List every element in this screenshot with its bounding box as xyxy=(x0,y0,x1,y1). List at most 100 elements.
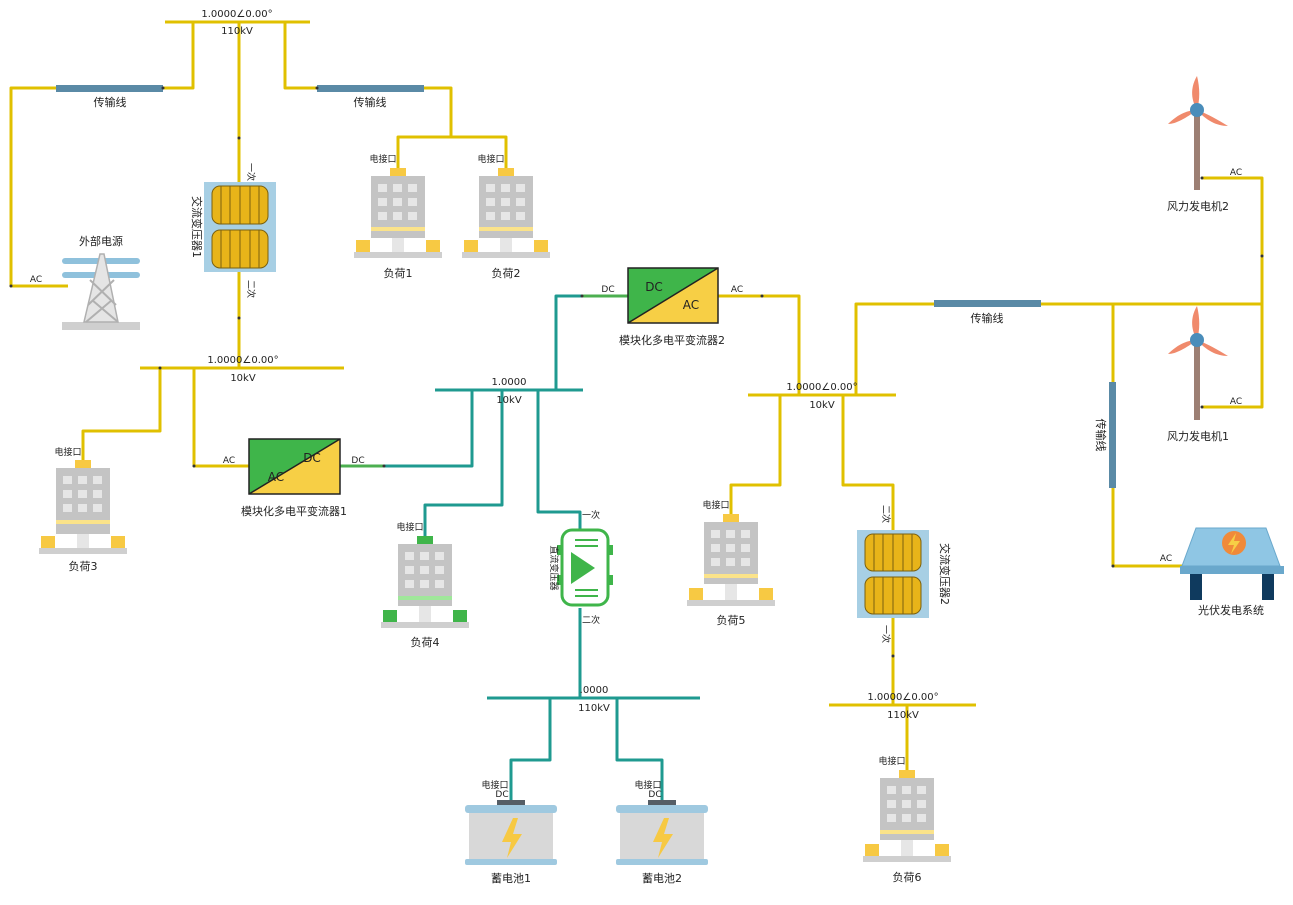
load6[interactable]: 电接口 负荷6 xyxy=(863,755,951,884)
coil-transformer-icon xyxy=(204,182,276,272)
ac-wires xyxy=(9,22,1264,770)
bus3-voltage: 10kV xyxy=(496,395,522,406)
converter2[interactable]: DC AC DC AC 模块化多电平变流器2 xyxy=(601,267,743,347)
wind-turbine-1-label: 风力发电机1 xyxy=(1167,429,1229,443)
wind-turbine-2-ac-label: AC xyxy=(1230,168,1242,178)
wire-converter1-bus3[interactable] xyxy=(340,390,474,468)
mmc-converter-icon xyxy=(627,267,719,324)
battery2[interactable]: 电接口 DC 蓄电池2 xyxy=(616,779,708,885)
converter1-label: 模块化多电平变流器1 xyxy=(241,504,347,518)
transmission-line-1[interactable] xyxy=(56,85,163,92)
load1-connector-label: 电接口 xyxy=(369,153,396,165)
wire-wind2[interactable] xyxy=(1202,176,1264,304)
transmission-line-2[interactable] xyxy=(317,85,424,92)
bus2-value: 1.0000∠0.00° xyxy=(207,355,278,366)
bus5-value: .0000 xyxy=(580,685,609,696)
transformer1-primary: 一次 xyxy=(245,163,257,181)
bus4-value: 1.0000∠0.00° xyxy=(786,382,857,393)
building-icon xyxy=(863,770,951,862)
battery2-dc-label: DC xyxy=(648,790,661,800)
transformer1[interactable]: 交流变压器1 一次 二次 xyxy=(190,163,276,298)
wire-converter2-bus4[interactable] xyxy=(718,294,801,395)
transformer1-secondary: 二次 xyxy=(245,280,257,298)
wind-turbine-1[interactable]: AC 风力发电机1 xyxy=(1167,306,1242,443)
external-source-ac-label: AC xyxy=(30,275,42,285)
bus6-value: 1.0000∠0.00° xyxy=(867,692,938,703)
wire-tl2-load2[interactable] xyxy=(451,135,508,168)
wire-tl1-source[interactable] xyxy=(9,86,68,288)
bus1-voltage: 110kV xyxy=(221,26,253,37)
junction-dots xyxy=(9,86,1264,658)
dc-transformer-icon xyxy=(557,528,613,607)
wind-turbine-icon xyxy=(1168,76,1228,190)
load4-label: 负荷4 xyxy=(411,635,440,649)
dc-transformer[interactable]: 直流变压器 一次 二次 xyxy=(548,509,613,626)
pv-system-label: 光伏发电系统 xyxy=(1198,603,1264,617)
transformer2[interactable]: 交流变压器2 二次 一次 xyxy=(857,505,952,643)
wind-turbine-2-label: 风力发电机2 xyxy=(1167,199,1229,213)
wire-bus5-battery2[interactable] xyxy=(615,698,664,800)
wire-wind1[interactable] xyxy=(1202,304,1264,409)
building-icon xyxy=(687,514,775,606)
load3-label: 负荷3 xyxy=(69,559,98,573)
transformer2-label: 交流变压器2 xyxy=(938,543,952,605)
coil-transformer-icon xyxy=(857,530,929,618)
load5-label: 负荷5 xyxy=(717,613,746,627)
transmission-line-4-label: 传输线 xyxy=(1094,419,1108,452)
load2-connector-label: 电接口 xyxy=(477,153,504,165)
battery1-connector-label: 电接口 xyxy=(481,779,508,791)
wire-tl2-loads[interactable] xyxy=(396,86,453,168)
wire-bus3-load4[interactable] xyxy=(423,390,504,536)
pv-system[interactable]: AC 光伏发电系统 xyxy=(1160,527,1284,617)
load5-connector-label: 电接口 xyxy=(702,499,729,511)
wire-bus4-tl3[interactable] xyxy=(854,302,934,395)
converter2-label: 模块化多电平变流器2 xyxy=(619,333,725,347)
building-icon xyxy=(462,168,550,258)
dc-wires xyxy=(340,294,664,800)
battery1-label: 蓄电池1 xyxy=(491,872,531,885)
converter2-dc-port: DC xyxy=(601,285,614,295)
building-icon xyxy=(354,168,442,258)
wire-bus4-transformer2[interactable] xyxy=(841,395,895,530)
wire-bus3-dctransformer[interactable] xyxy=(536,390,582,530)
wire-bus1-tl2[interactable] xyxy=(283,22,317,90)
wind-turbine-2[interactable]: AC 风力发电机2 xyxy=(1167,76,1242,213)
converter2-inner-dc: DC xyxy=(645,280,663,294)
load3[interactable]: 电接口 负荷3 xyxy=(39,446,127,573)
load5[interactable]: 电接口 负荷5 xyxy=(687,499,775,627)
load2-label: 负荷2 xyxy=(492,266,521,280)
wire-bus2-load3[interactable] xyxy=(81,368,162,460)
wire-bus4-load5[interactable] xyxy=(729,395,782,514)
wire-bus5-battery1[interactable] xyxy=(509,698,552,800)
transformer2-secondary: 二次 xyxy=(880,505,892,523)
converter1[interactable]: DC AC AC DC 模块化多电平变流器1 xyxy=(223,438,365,518)
wire-bus1-tl1[interactable] xyxy=(163,22,195,90)
transmission-lines: 传输线 传输线 传输线 传输线 xyxy=(56,85,1116,488)
transformer2-primary: 一次 xyxy=(880,625,892,643)
pylon-icon xyxy=(62,253,140,330)
mmc-converter-icon xyxy=(248,438,341,495)
converter1-inner-dc: DC xyxy=(303,451,321,465)
dc-transformer-primary: 一次 xyxy=(582,509,600,521)
wind-turbine-icon xyxy=(1168,306,1228,420)
transmission-line-2-label: 传输线 xyxy=(354,95,387,109)
transmission-line-3[interactable] xyxy=(934,300,1041,307)
wire-bus3-converter2[interactable] xyxy=(554,294,628,390)
external-source[interactable]: 外部电源 AC xyxy=(30,234,140,330)
battery1[interactable]: 电接口 DC 蓄电池1 xyxy=(465,779,557,885)
load4[interactable]: 电接口 负荷4 xyxy=(381,521,469,649)
bus6-voltage: 110kV xyxy=(887,710,919,721)
dc-transformer-secondary: 二次 xyxy=(582,614,600,626)
bus1-value: 1.0000∠0.00° xyxy=(201,9,272,20)
load2[interactable]: 电接口 负荷2 xyxy=(462,153,550,280)
load1[interactable]: 电接口 负荷1 xyxy=(354,153,442,280)
transmission-line-4[interactable] xyxy=(1109,382,1116,488)
battery1-dc-label: DC xyxy=(495,790,508,800)
pv-system-ac-label: AC xyxy=(1160,554,1172,564)
solar-panel-icon xyxy=(1180,527,1284,600)
battery-icon xyxy=(616,800,708,865)
battery2-label: 蓄电池2 xyxy=(642,872,682,885)
bus3-value: 1.0000 xyxy=(492,377,527,388)
dc-stubs xyxy=(340,294,628,468)
